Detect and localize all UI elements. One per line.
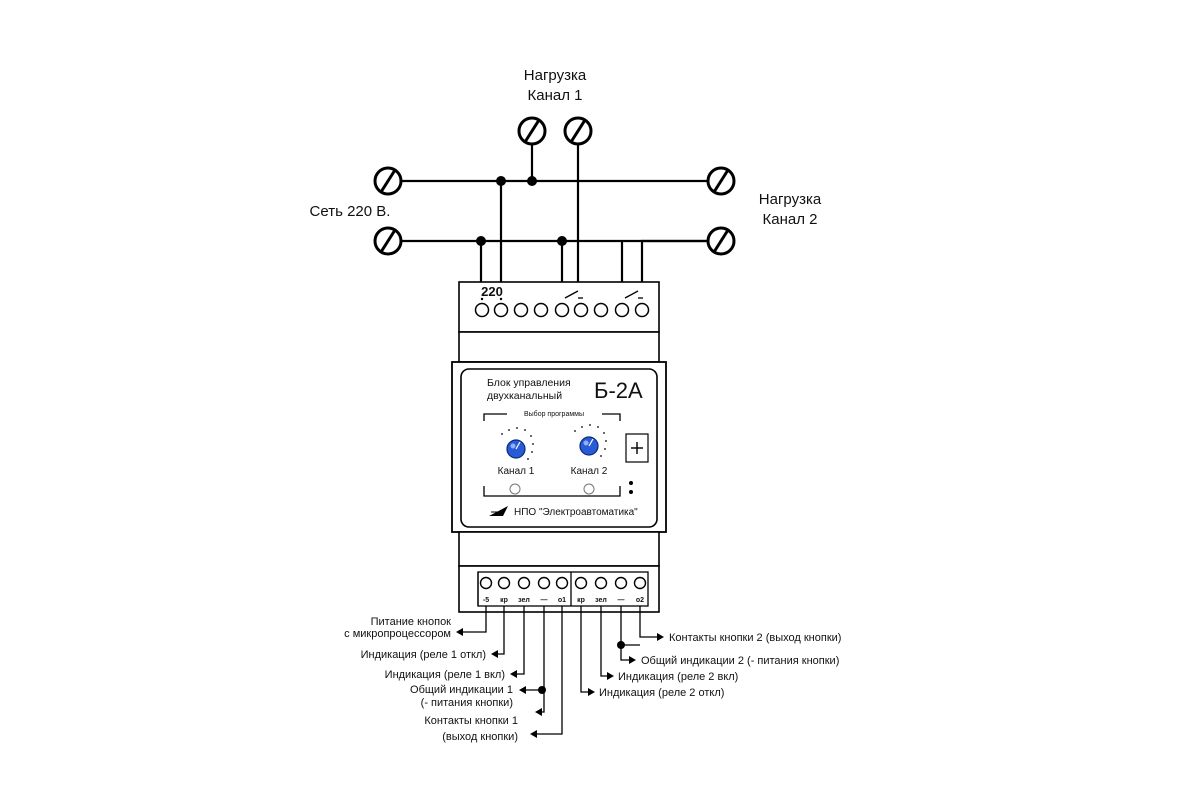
terminal-load1-b (563, 116, 593, 146)
terminal-mains-l (373, 166, 403, 196)
button1-label-line2: (выход кнопки) (442, 731, 518, 743)
power-buttons-label-line2: с микропроцессором (344, 628, 451, 640)
plus-button[interactable] (625, 433, 649, 463)
load1-label-line2: Канал 1 (528, 87, 583, 104)
terminal-label: — (618, 597, 625, 604)
common1-label-line1: Общий индикации 1 (410, 684, 513, 696)
channel2-program-knob-icon[interactable] (574, 424, 607, 457)
top-terminal-label: 220 (481, 284, 503, 299)
relay2-off-indication-label: Индикация (реле 2 откл) (599, 687, 724, 699)
load2-label-line1: Нагрузка (759, 191, 822, 208)
terminal-label: зел (595, 597, 607, 604)
terminal-label: кр (500, 597, 508, 604)
manufacturer-logo-icon (489, 506, 508, 516)
bottom-terminal-labels: -5 кр зел — о1 кр зел — о2 (483, 597, 644, 604)
device-title-line2: двухканальный (487, 390, 562, 402)
button2-label: Контакты кнопки 2 (выход кнопки) (669, 632, 841, 644)
terminal-mains-n (373, 226, 403, 256)
common1-label-line2: (- питания кнопки) (421, 697, 513, 709)
relay-contact-icon-2 (624, 290, 643, 299)
channel1-indicator-led (509, 483, 521, 495)
relay-contact-icon-1 (564, 290, 583, 299)
program-select-label: Выбор программы (524, 410, 584, 418)
channel2-label: Канал 2 (571, 466, 608, 477)
power-led-icons (629, 481, 633, 494)
terminal-label: зел (518, 597, 530, 604)
common2-label: Общий индикации 2 (- питания кнопки) (641, 655, 839, 667)
terminal-load2-b (706, 226, 736, 256)
relay1-on-indication-label: Индикация (реле 1 вкл) (385, 669, 505, 681)
terminal-label: кр (577, 597, 585, 604)
top-terminal-row (474, 297, 650, 318)
device-title-line1: Блок управления (487, 377, 571, 389)
power-buttons-label-line1: Питание кнопок (371, 616, 452, 628)
channel1-label: Канал 1 (498, 466, 535, 477)
terminal-label: о2 (636, 597, 644, 604)
mains-label: Сеть 220 В. (310, 203, 391, 220)
terminal-load2-a (706, 166, 736, 196)
device-model: Б-2А (594, 378, 643, 403)
manufacturer-name: НПО "Электроавтоматика" (514, 507, 638, 518)
mains-and-load-wiring (388, 131, 721, 282)
load1-label-line1: Нагрузка (524, 67, 587, 84)
relay2-on-indication-label: Индикация (реле 2 вкл) (618, 671, 738, 683)
load2-label-line2: Канал 2 (763, 211, 818, 228)
terminal-label: -5 (483, 597, 489, 604)
terminal-label: — (541, 597, 548, 604)
terminal-label: о1 (558, 597, 566, 604)
relay1-off-indication-label: Индикация (реле 1 откл) (361, 649, 486, 661)
channel1-program-knob-icon[interactable] (501, 427, 534, 460)
button1-label-line1: Контакты кнопки 1 (424, 715, 518, 727)
bottom-terminal-row (477, 571, 649, 607)
terminal-load1-a (517, 116, 547, 146)
arrow-icons (456, 628, 664, 738)
channel2-indicator-led (583, 483, 595, 495)
